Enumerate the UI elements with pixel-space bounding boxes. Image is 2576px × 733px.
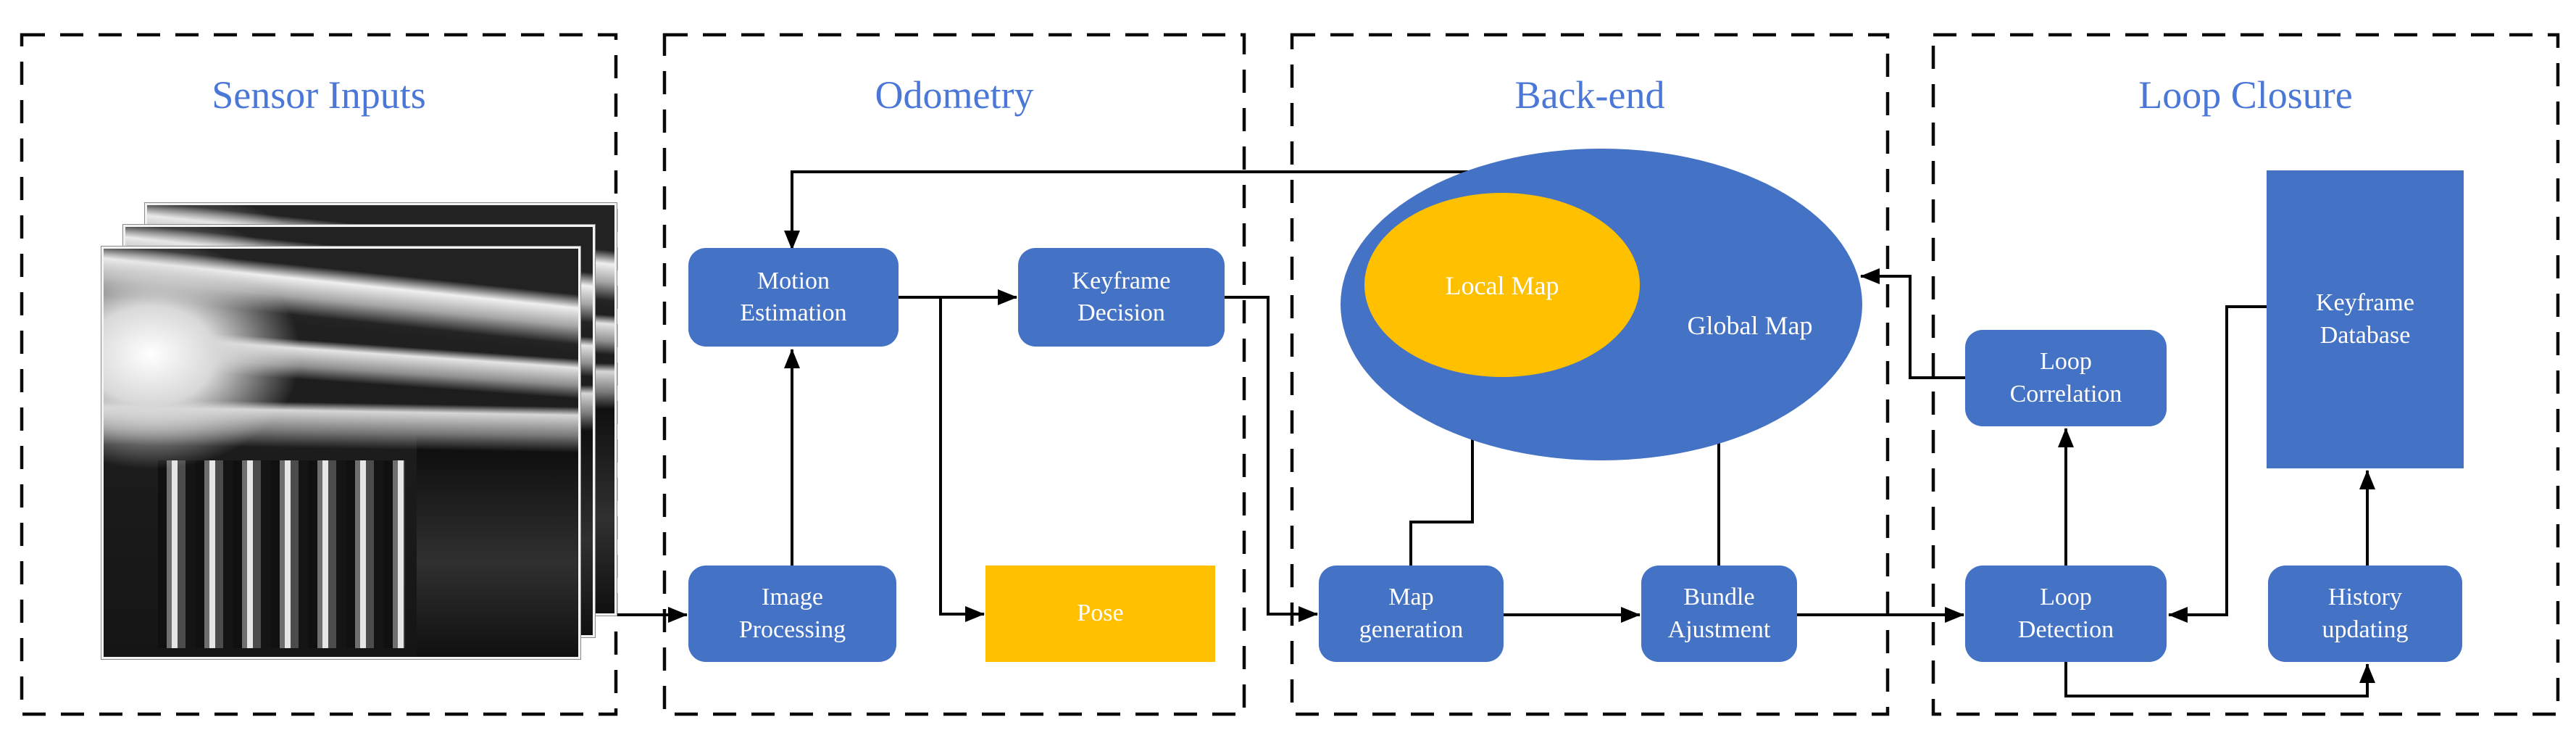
connector-loop-detection-to-history-updating [2064, 662, 2375, 697]
connector-loop-correlation-to-global-map [1860, 268, 1965, 379]
loop-closure-section-border [1931, 33, 2560, 716]
odometry-section-border [662, 33, 1246, 716]
connector-map-generation-to-local-map [1409, 377, 1480, 566]
sensor-photo-front [101, 247, 580, 659]
node-loop-detection: Loop Detection [1965, 566, 2167, 662]
node-keyframe-decision: Keyframe Decision [1018, 248, 1225, 347]
node-bundle-adjustment: Bundle Ajustment [1641, 566, 1797, 662]
section-title-sensor-inputs: Sensor Inputs [212, 73, 426, 117]
section-title-loop-closure: Loop Closure [2138, 73, 2353, 117]
connector-keyframe-database-to-loop-detection [2168, 305, 2267, 623]
node-history-updating: History updating [2268, 566, 2462, 662]
connector-motion-estimation-to-pose [939, 297, 985, 622]
local-map-ellipse [1364, 193, 1640, 377]
node-image-processing: Image Processing [688, 566, 896, 662]
node-motion-estimation: Motion Estimation [688, 248, 899, 347]
node-pose: Pose [985, 566, 1215, 662]
local-map-label: Local Map [1445, 271, 1559, 300]
node-map-generation: Map generation [1319, 566, 1504, 662]
section-title-back-end: Back-end [1514, 73, 1665, 117]
section-title-odometry: Odometry [875, 73, 1034, 117]
node-loop-correlation: Loop Correlation [1965, 330, 2167, 426]
global-map-label: Global Map [1687, 311, 1813, 340]
node-keyframe-database: Keyframe Database [2267, 170, 2464, 468]
connector-keyframe-decision-to-map-generation [1225, 296, 1318, 622]
back-end-section-border [1290, 33, 1890, 716]
